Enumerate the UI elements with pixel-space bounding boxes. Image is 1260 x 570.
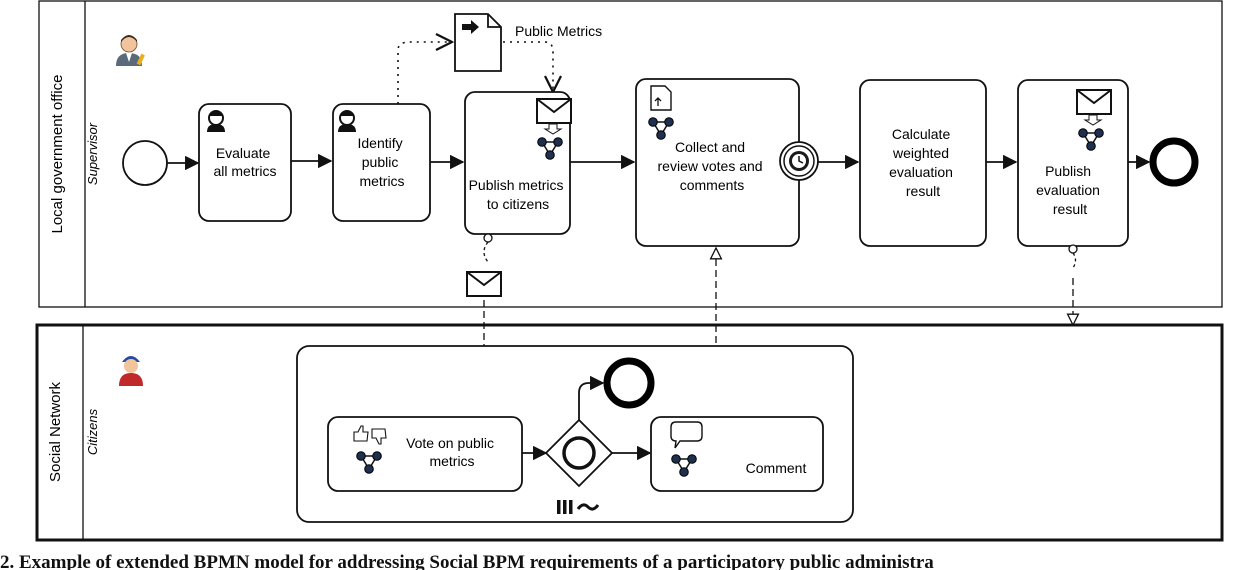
task-label-line: Publish	[1045, 163, 1091, 179]
end-event[interactable]	[1149, 137, 1199, 187]
pool-label-local-government: Local government office	[49, 75, 66, 234]
task-identify-public-metrics[interactable]: Identify public metrics	[332, 103, 431, 222]
svg-text:Identify public me: Identify public metrics	[357, 135, 406, 189]
pool-label-social-network: Social Network	[47, 381, 64, 482]
task-label-line: weighted	[892, 145, 949, 161]
person-avatar-icon	[116, 35, 145, 66]
document-icon[interactable]	[454, 13, 502, 72]
task-publish-evaluation-result[interactable]: Publish evaluation result	[1017, 79, 1129, 247]
bpmn-diagram: Local government office Supervisor Socia…	[35, 0, 1224, 542]
task-comment[interactable]: Comment	[650, 416, 824, 492]
pool-social-network: Social Network Citizens	[35, 323, 1224, 542]
document-icon	[650, 85, 672, 111]
task-label-line: Collect and	[675, 139, 745, 155]
task-label-line: metrics	[429, 453, 474, 469]
task-collect-and-review[interactable]: Collect and review votes and comments	[635, 78, 800, 247]
task-vote-on-public-metrics[interactable]: Vote on public metrics	[327, 416, 523, 492]
start-event[interactable]	[122, 140, 168, 186]
subprocess-marker	[557, 500, 600, 514]
task-label-line: result	[906, 183, 940, 199]
envelope-icon	[1076, 89, 1112, 115]
message-flow-result-to-social	[1069, 244, 1077, 325]
user-icon	[337, 110, 357, 133]
task-label-line: public	[362, 154, 399, 170]
task-label-line: evaluation	[1036, 182, 1100, 198]
task-label-line: result	[1053, 201, 1087, 217]
flow-gateway-end	[578, 375, 605, 420]
task-label-line: all metrics	[213, 163, 276, 179]
envelope-icon	[466, 271, 502, 297]
subprocess-end-event[interactable]	[603, 357, 655, 409]
task-evaluate-all-metrics[interactable]: Evaluate all metrics	[198, 103, 292, 222]
user-icon	[206, 110, 226, 133]
task-label-line: review votes and	[658, 158, 763, 174]
svg-text:Vote on public metrics: Vote on public metrics	[406, 435, 498, 469]
pool-local-government: Local government office Supervisor	[38, 0, 1223, 308]
thumbs-icon	[353, 425, 387, 445]
svg-text:Publish metrics to citiz: Publish metrics to citizens	[469, 177, 568, 212]
envelope-icon	[536, 98, 572, 124]
task-label-line: Vote on public	[406, 435, 494, 451]
task-label-line: Comment	[746, 460, 807, 476]
task-calculate-weighted[interactable]: Calculate weighted evaluation result	[859, 79, 987, 247]
association-identify-to-data	[397, 42, 452, 104]
task-label-line: Publish metrics	[469, 177, 564, 193]
task-label-line: comments	[680, 177, 745, 193]
speech-bubble-icon	[670, 421, 703, 449]
task-label-line: Calculate	[892, 126, 951, 142]
task-label-line: metrics	[359, 173, 404, 189]
lane-label-citizens: Citizens	[85, 408, 100, 455]
data-object-label: Public Metrics	[515, 23, 602, 39]
task-label-line: evaluation	[889, 164, 953, 180]
svg-text:Publish evaluation: Publish evaluation result	[1036, 163, 1104, 217]
timer-icon[interactable]	[779, 141, 819, 181]
svg-text:Calculate weighted: Calculate weighted evaluation result	[889, 126, 957, 199]
citizen-avatar-icon	[119, 356, 143, 386]
task-publish-metrics-to-citizens[interactable]: Publish metrics to citizens	[464, 91, 572, 235]
task-label-line: to citizens	[487, 196, 549, 212]
lane-label-supervisor: Supervisor	[85, 122, 100, 185]
association-data-to-publish	[503, 41, 553, 92]
figure-caption: 2. Example of extended BPMN model for ad…	[0, 553, 934, 570]
event-based-gateway[interactable]	[544, 418, 614, 488]
svg-text:Collect and review votes: Collect and review votes and comments	[658, 139, 767, 193]
task-label-line: Identify	[357, 135, 402, 151]
svg-text:Evaluate all metrics: Evaluate all metrics	[213, 145, 276, 179]
task-label-line: Evaluate	[216, 145, 271, 161]
